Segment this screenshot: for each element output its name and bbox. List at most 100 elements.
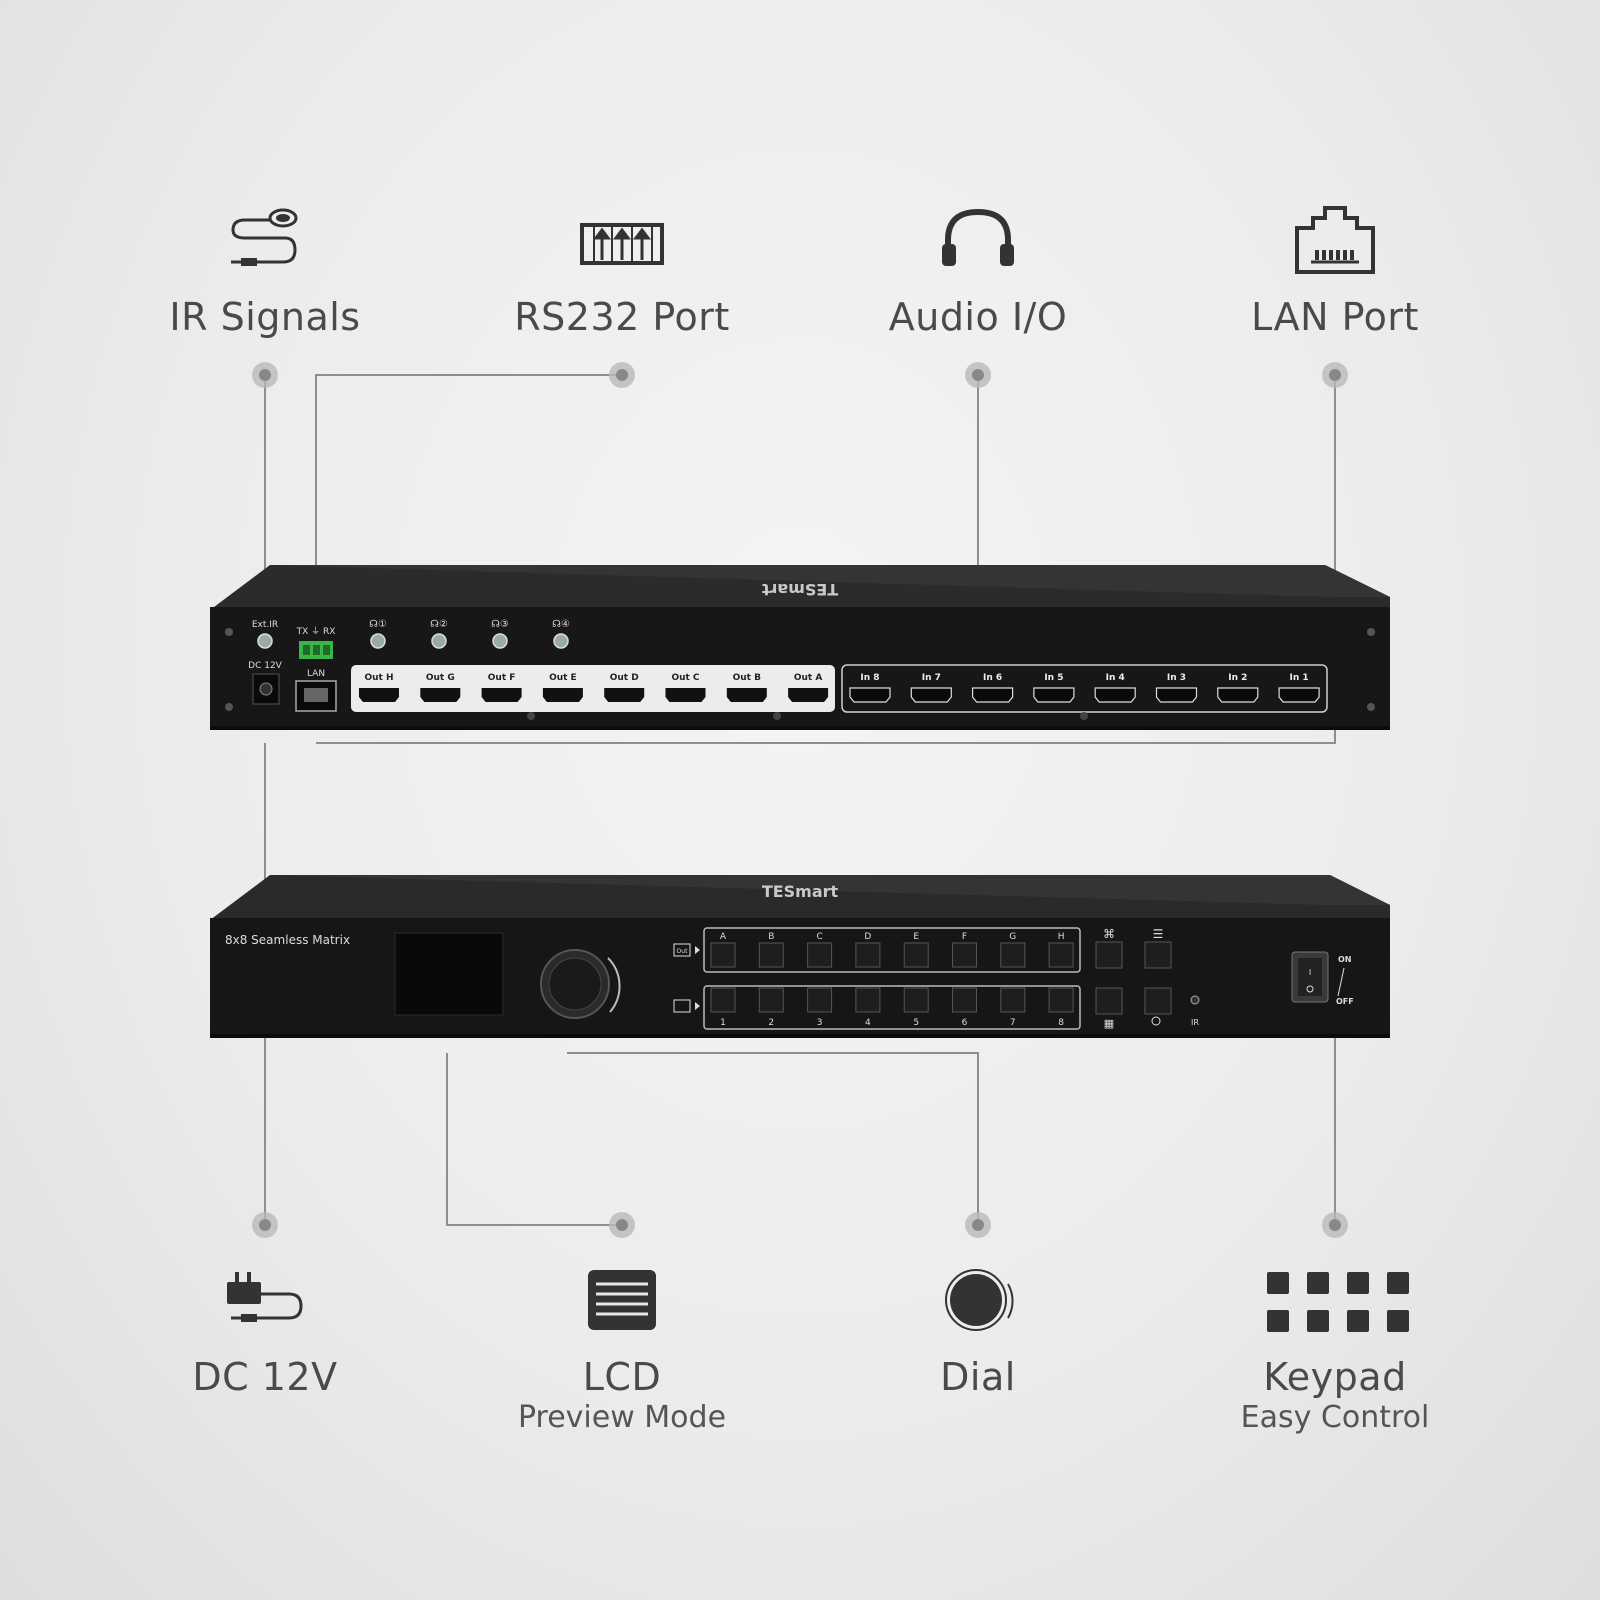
input-select-key[interactable]	[758, 987, 784, 1013]
search-button[interactable]	[1144, 987, 1172, 1015]
rear-brand: TESmart	[761, 580, 838, 599]
lan-title: LAN Port	[1251, 295, 1419, 339]
output-select-key[interactable]	[758, 942, 784, 968]
input-select-key[interactable]	[952, 987, 977, 1013]
hdmi-input-port[interactable]	[1033, 687, 1075, 703]
lan-label: LAN	[307, 669, 325, 679]
matrix-icon: ⌘	[1103, 927, 1115, 941]
output-key-label: E	[913, 932, 919, 942]
hdmi-output-port[interactable]	[788, 688, 829, 702]
audio-jack-label: ☊①	[369, 619, 387, 630]
input-port-label: In 2	[1228, 673, 1247, 683]
feature-lcd: LCD Preview Mode	[457, 1262, 787, 1436]
in-icon	[673, 999, 691, 1013]
audio-title: Audio I/O	[888, 295, 1068, 339]
audio-jack-label: ☊④	[552, 619, 570, 630]
output-key-label: B	[768, 932, 774, 942]
input-port-label: In 7	[922, 673, 941, 683]
input-select-key[interactable]	[855, 987, 881, 1013]
output-port-label: Out H	[364, 673, 393, 683]
input-port-label: In 6	[983, 673, 1002, 683]
feature-ir-signals: IR Signals	[100, 200, 430, 340]
output-select-key[interactable]	[807, 942, 833, 968]
hdmi-input-port[interactable]	[910, 687, 952, 703]
out-icon	[673, 943, 691, 957]
output-select-key[interactable]	[855, 942, 881, 968]
hdmi-output-port[interactable]	[420, 688, 461, 702]
input-select-key[interactable]	[807, 987, 833, 1013]
input-select-key[interactable]	[903, 987, 929, 1013]
lcd-subtitle: Preview Mode	[517, 1400, 727, 1435]
hdmi-input-port[interactable]	[1155, 687, 1198, 703]
ir-label: IR	[1191, 1018, 1199, 1027]
front-brand: TESmart	[762, 882, 839, 901]
list-icon: ☰	[1153, 927, 1164, 941]
output-port-label: Out E	[549, 673, 577, 683]
output-select-key[interactable]	[1048, 942, 1074, 968]
input-select-key[interactable]	[1000, 987, 1026, 1013]
dc-title: DC 12V	[192, 1355, 338, 1399]
hdmi-input-port[interactable]	[1094, 687, 1136, 703]
hdmi-input-port[interactable]	[972, 687, 1014, 703]
matrix-button[interactable]	[1095, 941, 1123, 969]
input-select-key[interactable]	[1048, 987, 1074, 1013]
ext-ir-jack[interactable]	[257, 633, 273, 649]
output-select-key[interactable]	[710, 942, 736, 968]
input-key-label: 3	[817, 1018, 823, 1028]
keypad-grid-icon	[1267, 1272, 1409, 1332]
on-label: ON	[1338, 955, 1352, 964]
output-key-label: D	[864, 932, 871, 942]
hdmi-output-port[interactable]	[542, 688, 583, 702]
feature-dial: Dial	[813, 1262, 1143, 1400]
audio-jack[interactable]	[431, 633, 447, 649]
input-key-label: 2	[768, 1018, 774, 1028]
input-block	[841, 664, 1328, 713]
power-adapter-icon	[227, 1272, 303, 1322]
audio-jack[interactable]	[492, 633, 508, 649]
input-key-label: 5	[913, 1018, 919, 1028]
input-port-label: In 5	[1044, 673, 1063, 683]
audio-jack-label: ☊③	[491, 619, 509, 630]
input-port-label: In 1	[1290, 673, 1309, 683]
output-select-key[interactable]	[903, 942, 929, 968]
hdmi-output-port[interactable]	[726, 688, 767, 702]
hdmi-input-port[interactable]	[849, 687, 891, 703]
dial-knob-icon	[945, 1269, 1014, 1331]
feature-lan: LAN Port	[1170, 200, 1500, 340]
rear-panel: TESmart Ext.IR DC 12V TX ⏚ RX LAN ☊①☊②☊③…	[210, 565, 1390, 730]
output-key-label: H	[1058, 932, 1065, 942]
ext-ir-label: Ext.IR	[252, 620, 278, 630]
input-select-key[interactable]	[710, 987, 736, 1013]
output-port-label: Out C	[671, 673, 699, 683]
audio-jack[interactable]	[370, 633, 386, 649]
output-select-key[interactable]	[1000, 942, 1026, 968]
ir-cable-icon	[231, 208, 298, 266]
output-key-label: F	[962, 932, 967, 942]
output-port-label: Out B	[733, 673, 761, 683]
feature-rs232: RS232 Port	[457, 200, 787, 340]
menu-button[interactable]	[1144, 941, 1172, 969]
svg-text:I: I	[1309, 968, 1311, 977]
keypad-title: Keypad	[1263, 1355, 1407, 1399]
output-port-label: Out F	[488, 673, 516, 683]
hdmi-input-port[interactable]	[1278, 687, 1320, 703]
input-key-label: 8	[1058, 1018, 1064, 1028]
output-select-key[interactable]	[952, 942, 977, 968]
hdmi-output-port[interactable]	[604, 688, 645, 702]
rs232-title: RS232 Port	[514, 295, 730, 339]
feature-dc: DC 12V	[100, 1262, 430, 1400]
hdmi-output-port[interactable]	[359, 688, 399, 702]
lcd-screen-icon	[588, 1270, 656, 1330]
output-port-label: Out G	[426, 673, 455, 683]
audio-jack-label: ☊②	[430, 619, 448, 630]
hdmi-output-port[interactable]	[481, 688, 522, 702]
hdmi-input-port[interactable]	[1217, 687, 1259, 703]
audio-jack[interactable]	[553, 633, 569, 649]
preview-button[interactable]	[1095, 987, 1123, 1015]
hdmi-output-port[interactable]	[665, 688, 706, 702]
headphones-icon	[942, 208, 1014, 266]
out-label: Out	[677, 948, 689, 955]
output-block	[351, 665, 835, 712]
output-key-label: G	[1009, 932, 1016, 942]
